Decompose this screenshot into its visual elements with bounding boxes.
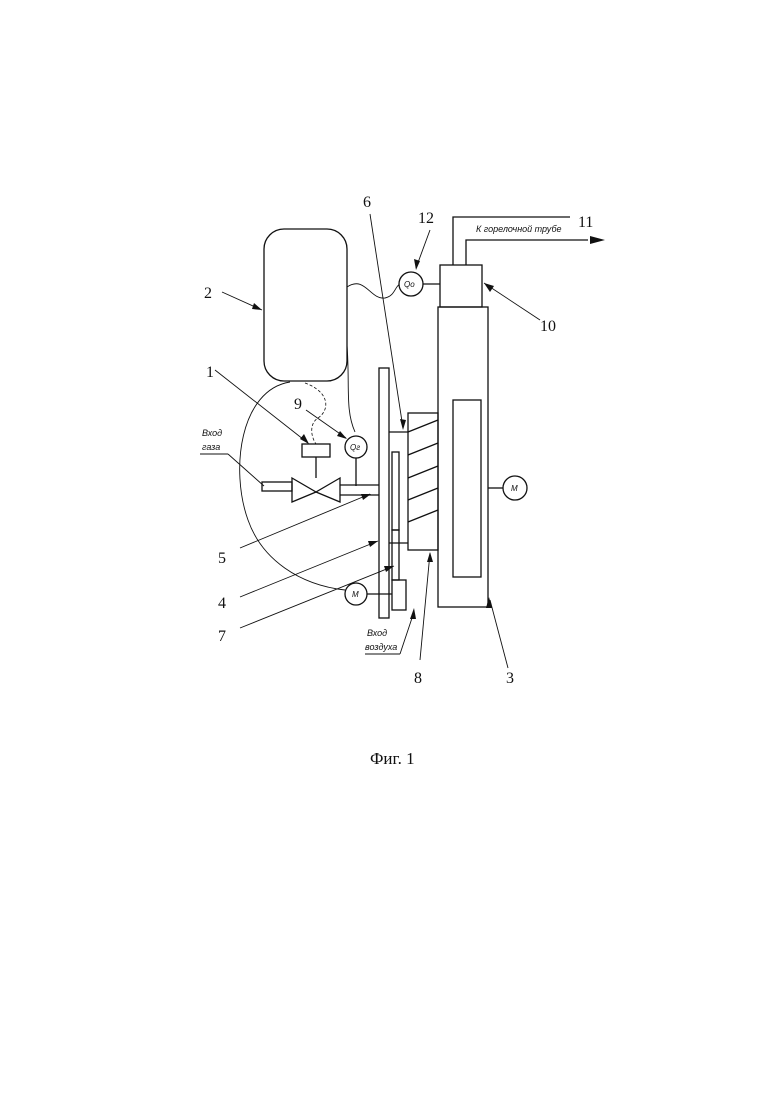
air-damper-slot	[392, 452, 399, 530]
ref-number-8: 8	[414, 670, 422, 687]
leader-6	[370, 214, 403, 428]
ref-number-7: 7	[218, 628, 226, 645]
ref-number-5: 5	[218, 550, 226, 567]
damper-actuator	[392, 580, 406, 610]
valve-actuator	[302, 444, 330, 457]
air-flow-meter-label: Qо	[404, 280, 415, 289]
air-inlet-label-1: Вход	[367, 628, 387, 638]
guide-vanes	[408, 420, 438, 522]
burner-head	[440, 265, 482, 307]
air-inlet-label-2: воздуха	[365, 642, 397, 652]
valve-body-right	[316, 478, 340, 502]
ref-number-10: 10	[540, 318, 556, 335]
air-damper-lower	[392, 530, 399, 580]
gas-inlet-label-2: газа	[202, 442, 220, 452]
ref-number-2: 2	[204, 285, 212, 302]
gas-inlet-leader-2	[228, 454, 264, 486]
arrow-10	[484, 283, 494, 292]
leader-8	[420, 553, 430, 660]
leader-5	[240, 494, 370, 548]
damper-motor-label: М	[352, 590, 359, 599]
ref-number-6: 6	[363, 194, 371, 211]
arrow-5	[361, 494, 371, 500]
ref-number-3: 3	[506, 670, 514, 687]
leader-3	[490, 600, 508, 668]
figure-caption: Фиг. 1	[370, 749, 415, 768]
arrow-8	[427, 552, 433, 562]
arrow-1	[300, 434, 309, 444]
gas-inlet-label-1: Вход	[202, 428, 222, 438]
fan-impeller	[453, 400, 481, 577]
controller-box	[264, 229, 347, 381]
ref-number-12: 12	[418, 210, 434, 227]
signal-line-to-actuator	[305, 383, 326, 444]
signal-line-to-Qo	[347, 284, 400, 298]
arrow-2	[252, 303, 262, 310]
arrow-4	[368, 541, 378, 547]
leader-10	[484, 283, 540, 320]
ref-number-1: 1	[206, 364, 214, 381]
air-inlet-arrow	[410, 608, 416, 619]
mixer-plate	[379, 368, 389, 618]
leader-7	[240, 566, 394, 628]
gas-inlet-stub	[262, 482, 292, 491]
arrow-6	[400, 419, 406, 430]
arrow-9	[337, 431, 347, 439]
outlet-arrow	[590, 236, 605, 244]
signal-line-to-Qg	[347, 345, 355, 432]
valve-body	[292, 478, 316, 502]
fan-motor-label: М	[511, 484, 518, 493]
guide-vane-block	[408, 413, 438, 550]
gas-flow-meter-label: Qг	[350, 443, 360, 452]
ref-number-11: 11	[578, 214, 593, 231]
outlet-pipe-inner	[466, 240, 588, 265]
ref-number-9: 9	[294, 396, 302, 413]
ref-number-4: 4	[218, 595, 226, 612]
to-burner-tube-label: К горелочной трубе	[476, 224, 562, 234]
